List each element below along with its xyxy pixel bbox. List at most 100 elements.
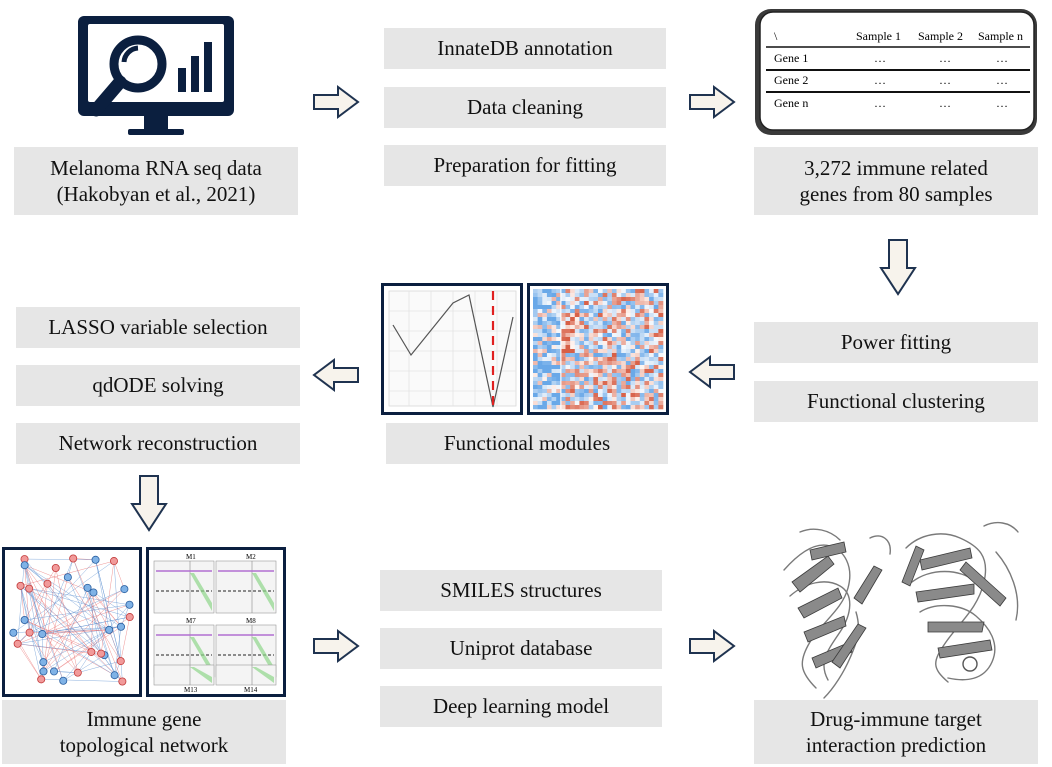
heatmap-cell — [546, 333, 552, 338]
heatmap-cell — [598, 361, 603, 366]
table-col-header: Sample n — [978, 29, 1023, 43]
heatmap-cell — [658, 325, 664, 330]
network-edge — [24, 558, 105, 656]
heatmap-cell — [635, 393, 641, 398]
heatmap-cell — [584, 401, 590, 406]
heatmap-cell — [584, 373, 590, 378]
heatmap-cell — [598, 349, 603, 354]
heatmap-cell — [593, 381, 599, 386]
heatmap-cell — [653, 329, 659, 334]
heatmap-cell — [533, 289, 538, 294]
heatmap-cell — [607, 397, 613, 402]
heatmap-cell — [644, 341, 650, 346]
module-fan — [252, 667, 274, 683]
heatmap-cell — [653, 401, 659, 406]
heatmap-cell — [644, 357, 650, 362]
heatmap-cell — [551, 337, 557, 342]
heatmap-cell — [533, 357, 538, 362]
heatmap-cell — [649, 305, 655, 310]
heatmap-cell — [556, 313, 562, 318]
heatmap-cell — [598, 313, 603, 318]
heatmap-cell — [537, 333, 543, 338]
heatmap-cell — [658, 357, 664, 362]
heatmap-cell — [574, 405, 580, 410]
heatmap-cell — [560, 357, 566, 362]
heatmap-cell — [598, 297, 603, 302]
heatmap-cell — [565, 353, 571, 358]
heatmap-cell — [588, 317, 594, 322]
heatmap-cell — [584, 381, 590, 386]
heatmap-cell — [602, 337, 608, 342]
heatmap-cell — [579, 293, 585, 298]
heatmap-cell — [574, 297, 580, 302]
heatmap-cell — [616, 385, 622, 390]
heatmap-cell — [542, 373, 548, 378]
heatmap-cell — [542, 405, 548, 410]
heatmap-cell — [533, 305, 538, 310]
heatmap-cell — [574, 321, 580, 326]
monitor-search-icon — [72, 10, 240, 140]
heatmap-cell — [574, 361, 580, 366]
heatmap-cell — [621, 325, 627, 330]
heatmap-cell — [611, 405, 617, 410]
heatmap-cell — [635, 385, 641, 390]
heatmap-cell — [556, 361, 562, 366]
prediction-caption-box: Drug-immune target interaction predictio… — [754, 700, 1038, 764]
heatmap-cell — [537, 325, 543, 330]
heatmap-cell — [560, 361, 566, 366]
heatmap-cell — [593, 365, 599, 370]
table-cell: … — [996, 73, 1008, 87]
heatmap-cell — [616, 365, 622, 370]
heatmap-cell — [653, 333, 659, 338]
heatmap-cell — [625, 309, 631, 314]
heatmap-cell — [616, 393, 622, 398]
heatmap-cell — [565, 309, 571, 314]
heatmap-cell — [611, 357, 617, 362]
heatmap-cell — [579, 321, 585, 326]
network-edge — [29, 588, 130, 605]
heatmap-cell — [537, 361, 543, 366]
heatmap-cell — [598, 365, 603, 370]
heatmap-cell — [579, 381, 585, 386]
network-node — [50, 667, 59, 676]
heatmap-cell — [556, 337, 562, 342]
heatmap-cell — [639, 301, 645, 306]
heatmap-cell — [542, 397, 548, 402]
heatmap-cell — [644, 373, 650, 378]
heatmap-cell — [556, 349, 562, 354]
heatmap-cell — [546, 301, 552, 306]
heatmap-cell — [542, 369, 548, 374]
heatmap-cell — [607, 333, 613, 338]
heatmap-cell — [560, 349, 566, 354]
heatmap-cell — [537, 289, 543, 294]
network-edge — [24, 565, 92, 653]
heatmap-cell — [625, 345, 631, 350]
heatmap-cell — [542, 329, 548, 334]
heatmap-cell — [588, 353, 594, 358]
heatmap-cell — [560, 317, 566, 322]
heatmap-cell — [551, 293, 557, 298]
heatmap-cell — [602, 389, 608, 394]
heatmap-cell — [560, 313, 566, 318]
step-power-fitting: Power fitting — [754, 322, 1038, 363]
heatmap-cell — [584, 305, 590, 310]
heatmap-cell — [593, 373, 599, 378]
network-node — [20, 616, 29, 625]
network-edge — [120, 617, 130, 662]
heatmap-cell — [551, 309, 557, 314]
heatmap-cell — [533, 385, 538, 390]
heatmap-cell — [565, 341, 571, 346]
heatmap-cell — [537, 349, 543, 354]
heatmap-cell — [593, 325, 599, 330]
network-edge — [24, 565, 30, 633]
heatmap-cell — [611, 353, 617, 358]
heatmap-cell — [570, 349, 576, 354]
step-qdode: qdODE solving — [16, 365, 300, 406]
heatmap-cell — [584, 301, 590, 306]
heatmap-cell — [565, 389, 571, 394]
arrow-down-icon — [879, 239, 917, 296]
heatmap-cell — [537, 373, 543, 378]
heatmap-cell — [630, 361, 636, 366]
heatmap-cell — [625, 381, 631, 386]
heatmap-cell — [621, 369, 627, 374]
